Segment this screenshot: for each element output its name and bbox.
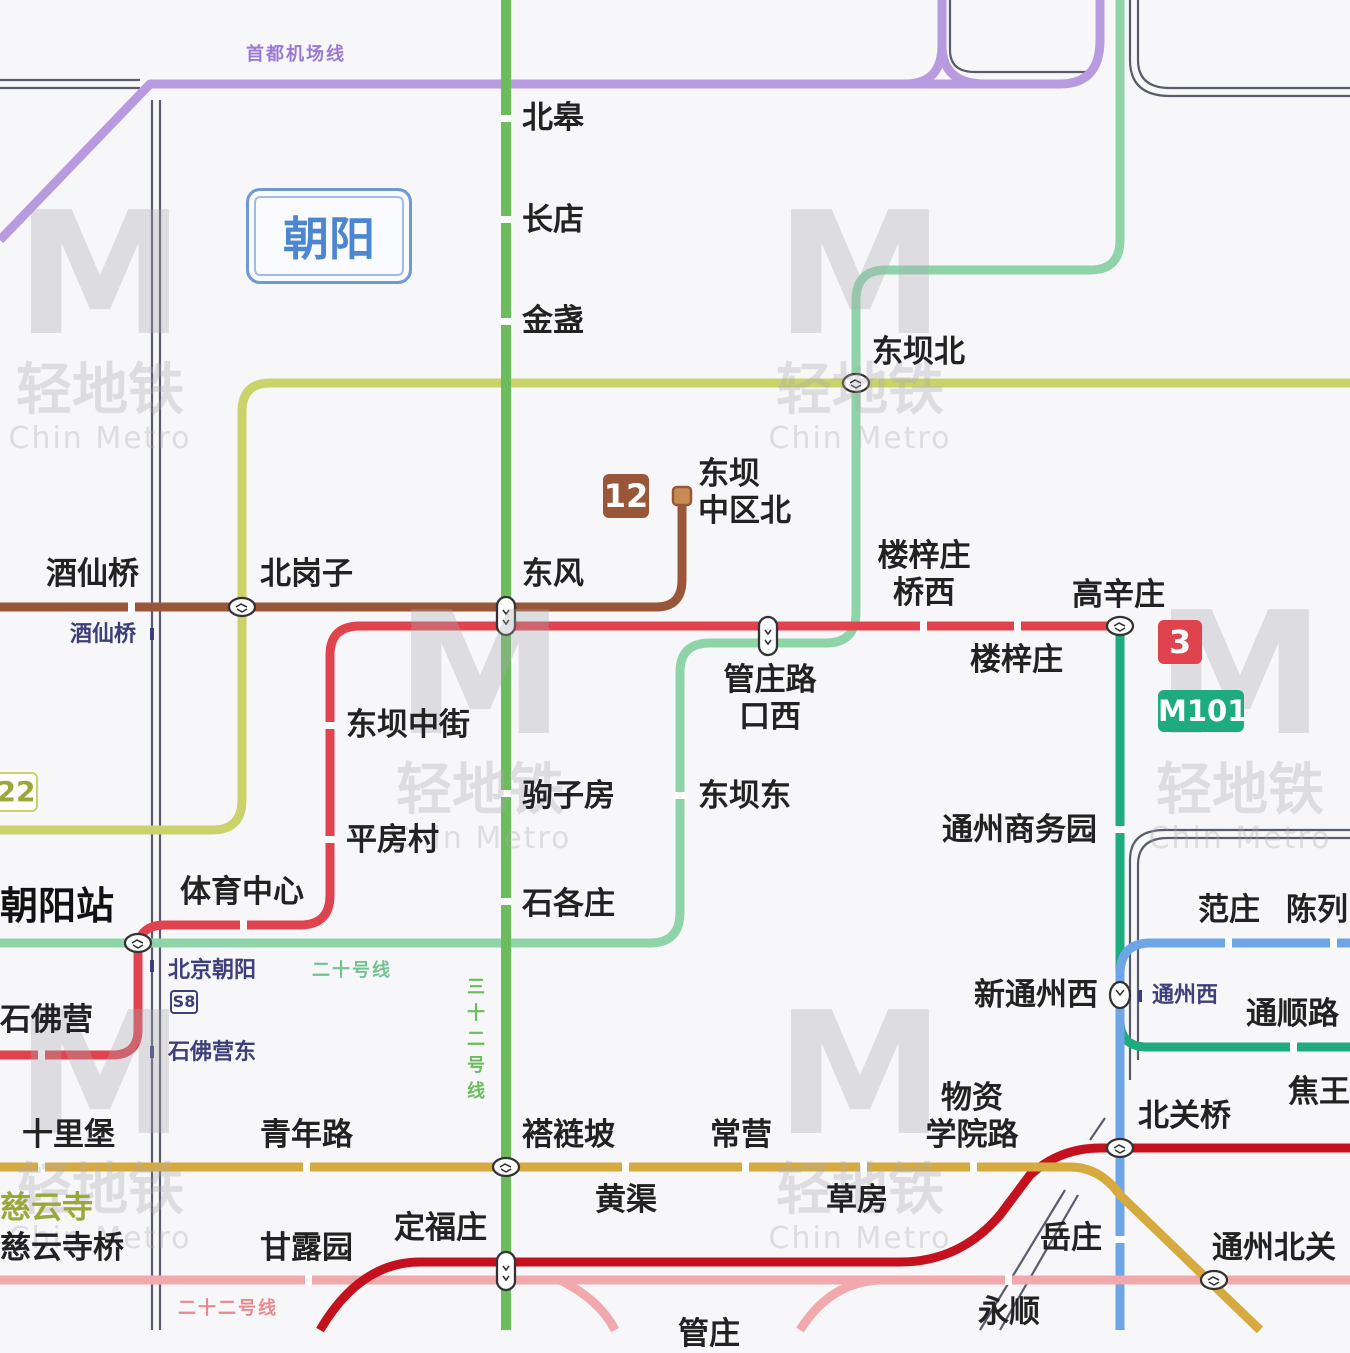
station-dongbazhongqubei: 东坝 中区北 [698,456,791,530]
station-chaliangpo: 褡裢坡 [522,1117,615,1153]
m101-badge: M101 [1158,690,1247,732]
station-changdian: 长店 [522,202,584,238]
airport-line [0,0,1105,244]
station-qingnianlu: 青年路 [260,1117,353,1153]
station-beigao: 北皋 [522,100,584,136]
gold-route [0,1162,1264,1334]
interchange-symbols [123,372,1229,1292]
station-xintongzhouxi: 新通州西 [974,977,1098,1013]
pink-route [0,1275,1350,1333]
station-shifoying: 石佛营 [0,1002,93,1038]
station-beiguanqiao: 北关桥 [1138,1098,1231,1134]
line-20-name: 二十号线 [312,960,392,981]
blue-route [1115,938,1350,1330]
station-gaoxinzhuang: 高辛庄 [1072,577,1165,613]
station-louzizhuangqiaoxi: 楼梓庄 桥西 [877,538,971,612]
station-louzizhuang: 楼梓庄 [970,642,1063,678]
station-yuezhuang: 岳庄 [1040,1220,1102,1256]
darkred-route [316,1143,1350,1333]
station-tongzhoubeiguan: 通州北关 [1212,1230,1336,1266]
station-chenlie: 陈列 [1286,892,1348,928]
station-dongfeng: 东风 [522,556,584,592]
station-tiyuzhongxin: 体育中心 [180,874,304,910]
line-12-badge: 12 [603,474,649,518]
station-ciyunsiqiao: 慈云寺桥 [0,1230,124,1266]
station-chaoyangzhan: 朝阳站 [0,884,115,928]
station-tongshunlu: 通顺路 [1246,996,1339,1032]
station-tongzhouxi-small: 通州西 [1152,983,1219,1008]
station-dingfuzhuang: 定福庄 [394,1210,487,1246]
line-12-route [0,495,687,612]
line-3-route [0,621,1120,1060]
district-label: 朝阳 [246,188,412,284]
station-fanzhuang: 范庄 [1198,892,1260,928]
station-jiuxianqiao: 酒仙桥 [46,556,139,592]
station-jiaowang: 焦王 [1288,1074,1350,1110]
line-22-badge: 22 [0,772,38,812]
station-ticks [38,115,1337,1285]
station-huangqu: 黄渠 [595,1182,657,1218]
station-beigangzi: 北岗子 [260,556,353,592]
station-shifoyingdong: 石佛营东 [168,1040,257,1065]
station-caofang: 草房 [826,1182,888,1218]
station-shigezhuang: 石各庄 [522,886,615,922]
station-changying: 常营 [710,1117,772,1153]
station-wuzixueyuanlu: 物资 学院路 [925,1080,1019,1154]
line-32-name: 三十二号线 [467,977,485,1103]
station-dongbabei: 东坝北 [872,334,965,370]
s8-badge: S8 [170,990,198,1014]
station-guanzhuangkouxi: 管庄路 口西 [723,662,817,736]
line-20-route [0,0,1125,948]
airport-line-name: 首都机场线 [246,44,346,65]
station-ganluyuan: 甘露园 [260,1230,353,1266]
station-jinzhan: 金盏 [522,303,584,339]
station-dongbadong: 东坝东 [698,778,791,814]
station-guanzhuang-partial: 管庄 [678,1316,740,1352]
station-dongbazhongjie: 东坝中街 [346,707,470,743]
station-beijingchaoyang: 北京朝阳 [168,958,257,983]
station-tongzhoushangwuyuan: 通州商务园 [942,812,1097,848]
station-yongshun: 永顺 [978,1294,1040,1330]
station-pingfangcun: 平房村 [346,822,439,858]
station-juzifang: 驹子房 [522,778,615,814]
station-ciyunsi: 慈云寺 [0,1190,93,1226]
station-shilipu: 十里堡 [22,1117,115,1153]
dongba-zhongqubei-terminus [671,485,693,507]
station-jiuxianqiao-small: 酒仙桥 [70,622,137,647]
line-22-name: 二十二号线 [178,1298,278,1319]
line-3-badge: 3 [1158,620,1202,664]
